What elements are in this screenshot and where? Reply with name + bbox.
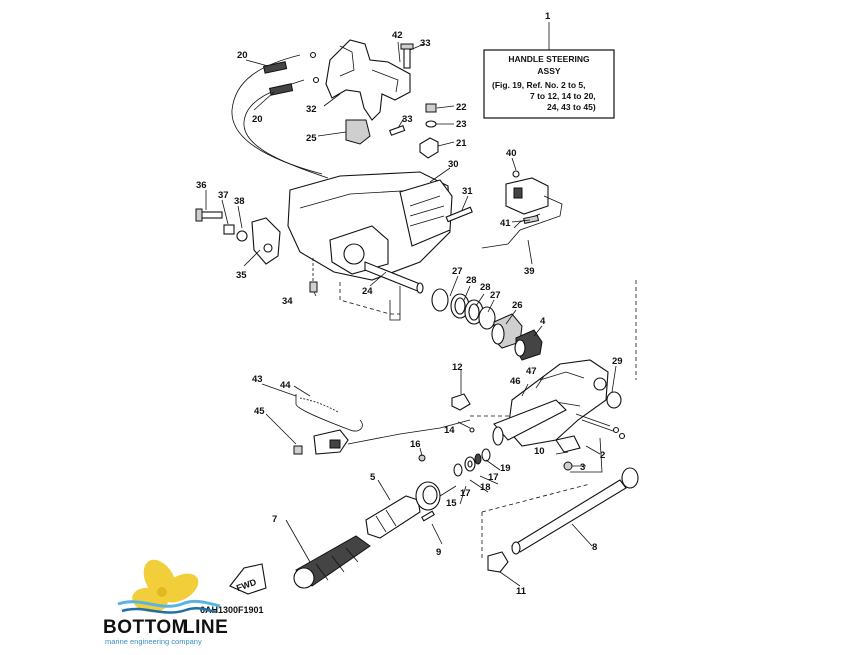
steering-bracket-body bbox=[287, 171, 637, 380]
callout-43: 43 bbox=[252, 374, 263, 385]
callout-44: 44 bbox=[280, 380, 291, 391]
callout-numbers: 20 20 42 33 32 25 33 22 23 21 30 31 40 3… bbox=[196, 30, 623, 597]
callout-41: 41 bbox=[500, 218, 511, 229]
leader-lines bbox=[205, 41, 617, 587]
callout-33-lower: 33 bbox=[402, 114, 413, 125]
callout-46: 46 bbox=[510, 376, 521, 387]
callout-9: 9 bbox=[436, 547, 441, 558]
callout-30: 30 bbox=[448, 159, 459, 170]
callout-26: 26 bbox=[512, 300, 523, 311]
callout-20-upper: 20 bbox=[237, 50, 248, 61]
callout-19: 19 bbox=[500, 463, 511, 474]
callout-38: 38 bbox=[234, 196, 245, 207]
callout-15: 15 bbox=[446, 498, 457, 509]
callout-42: 42 bbox=[392, 30, 403, 41]
callout-27-upper: 27 bbox=[452, 266, 463, 277]
assembly-reference-box: 1 HANDLE STEERING ASSY (Fig. 19, Ref. No… bbox=[483, 11, 615, 119]
logo-tagline: marine engineering company bbox=[105, 637, 202, 646]
callout-27-lower: 27 bbox=[490, 290, 501, 301]
bushing-stack bbox=[431, 288, 543, 361]
callout-35: 35 bbox=[236, 270, 247, 281]
callout-20-lower: 20 bbox=[252, 114, 263, 125]
upper-bracket-group bbox=[231, 39, 439, 179]
callout-4: 4 bbox=[540, 316, 546, 327]
callout-28-lower: 28 bbox=[480, 282, 491, 293]
callout-10: 10 bbox=[534, 446, 545, 457]
assembly-box-line-4: 7 to 12, 14 to 20, bbox=[530, 91, 596, 101]
callout-36: 36 bbox=[196, 180, 207, 191]
callout-28-upper: 28 bbox=[466, 275, 477, 286]
throttle-grip-group bbox=[293, 481, 441, 589]
callout-33-upper: 33 bbox=[420, 38, 431, 49]
callout-39: 39 bbox=[524, 266, 535, 277]
callout-17-left: 17 bbox=[460, 488, 471, 499]
callout-34: 34 bbox=[282, 296, 293, 307]
lever-12 bbox=[451, 370, 471, 411]
callout-23: 23 bbox=[456, 119, 467, 130]
callout-12: 12 bbox=[452, 362, 463, 373]
logo-word-bottom: BOTTOM bbox=[103, 617, 188, 638]
assembly-box-line-5: 24, 43 to 45) bbox=[547, 102, 596, 112]
callout-16: 16 bbox=[410, 439, 421, 450]
callout-5: 5 bbox=[370, 472, 376, 483]
callout-29: 29 bbox=[612, 356, 623, 367]
callout-47: 47 bbox=[526, 366, 537, 377]
callout-1: 1 bbox=[545, 11, 551, 22]
callout-7: 7 bbox=[272, 514, 277, 525]
side-fasteners-group bbox=[195, 208, 318, 293]
wave-icon bbox=[117, 599, 221, 614]
callout-31: 31 bbox=[462, 186, 473, 197]
logo-word-line: LINE bbox=[183, 617, 228, 638]
assembly-box-line-1: HANDLE STEERING bbox=[508, 54, 590, 64]
assembly-box-line-2: ASSY bbox=[537, 66, 560, 76]
bolt-31 bbox=[445, 206, 473, 223]
callout-21: 21 bbox=[456, 138, 467, 149]
callout-8: 8 bbox=[592, 542, 597, 553]
tiller-rod-group bbox=[481, 467, 639, 573]
callout-45: 45 bbox=[254, 406, 265, 417]
stop-switch-group bbox=[481, 170, 563, 249]
drawing-code: 6AH1300F1901 bbox=[200, 605, 264, 615]
callout-24: 24 bbox=[362, 286, 373, 297]
assembly-box-line-3: (Fig. 19, Ref. No. 2 to 5, bbox=[492, 80, 586, 90]
lanyard-switch-group bbox=[293, 394, 510, 455]
forward-direction-marker: FWD bbox=[229, 563, 267, 595]
callout-37: 37 bbox=[218, 190, 229, 201]
callout-2: 2 bbox=[600, 450, 605, 461]
callout-32: 32 bbox=[306, 104, 317, 115]
callout-22: 22 bbox=[456, 102, 467, 113]
company-logo: BOTTOM LINE marine engineering company bbox=[103, 559, 228, 646]
callout-11: 11 bbox=[516, 586, 527, 597]
washer-stack bbox=[418, 427, 491, 477]
callout-17-right: 17 bbox=[488, 472, 499, 483]
lower-handle-bracket bbox=[492, 359, 626, 471]
callout-25: 25 bbox=[306, 133, 317, 144]
callout-3: 3 bbox=[580, 462, 585, 473]
callout-14: 14 bbox=[444, 425, 455, 436]
callout-18: 18 bbox=[480, 482, 491, 493]
callout-40: 40 bbox=[506, 148, 517, 159]
